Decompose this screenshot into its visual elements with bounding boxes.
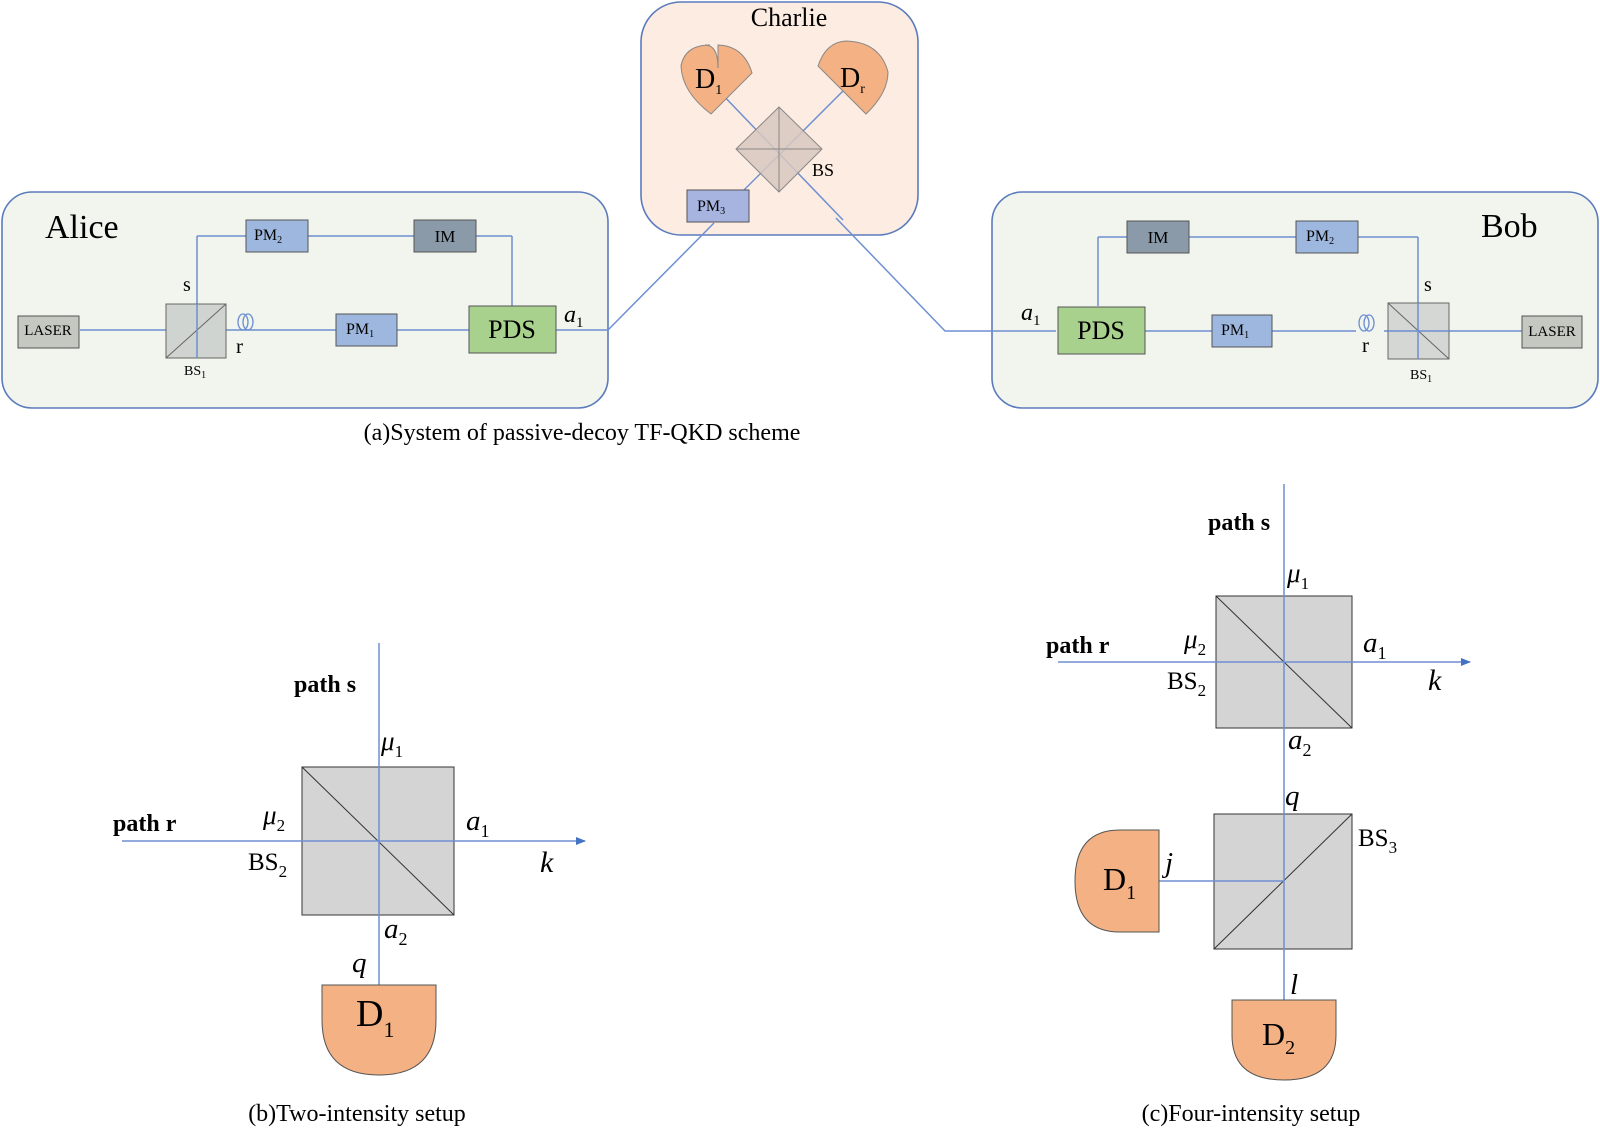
alice-im [413, 219, 477, 253]
panel-b-caption: (b)Two-intensity setup [248, 1101, 466, 1127]
panel-c-mu1: μ1 [1286, 558, 1309, 593]
panel-b-a2: a2 [384, 913, 408, 949]
bob-pm2-label: PM2 [1306, 228, 1334, 247]
panel-c-j: j [1161, 847, 1173, 879]
alice-bs1-label: BS1 [184, 364, 206, 381]
bob-im [1126, 220, 1190, 254]
alice-pm1-label: PM1 [346, 321, 374, 340]
panel-c-d1 [1074, 829, 1160, 933]
charlie-d1-label: D1 [695, 64, 722, 98]
panel-b-a1: a1 [466, 805, 490, 841]
alice-pds-label: PDS [488, 315, 536, 344]
charlie-bs-label: BS [812, 160, 834, 180]
alice-pds [468, 305, 557, 354]
alice-laser-label: LASER [24, 323, 72, 339]
alice-title: Alice [45, 209, 119, 246]
charlie-dr-label: Dr [840, 63, 865, 97]
alice-pm2 [245, 219, 309, 253]
alice-a1-label: a1 [564, 302, 584, 331]
bob-pm2 [1295, 220, 1359, 254]
panel-c-d2-label: D2 [1262, 1016, 1295, 1059]
panel-b-d1-label: D1 [356, 993, 394, 1042]
panel-c-caption: (c)Four-intensity setup [1142, 1101, 1361, 1127]
alice-path-s: s [183, 274, 191, 296]
bob-pds-label: PDS [1077, 316, 1125, 345]
alice-bs1-diagonal [165, 303, 227, 359]
charlie-pm3 [686, 189, 750, 223]
panel-b-k: k [540, 846, 554, 879]
bob-to-charlie-fiber [835, 217, 1056, 332]
bob-path-s: s [1424, 274, 1432, 296]
panel-b-mu2: μ2 [262, 800, 285, 835]
panel-b-q: q [352, 947, 367, 979]
charlie-d1 [680, 44, 753, 115]
alice-fiber-coil-icon [237, 313, 254, 331]
panel-c-a2: a2 [1288, 724, 1312, 760]
panel-c-bs2-label: BS2 [1167, 668, 1206, 700]
alice-to-charlie-fiber [607, 222, 715, 331]
charlie-dr [817, 40, 889, 115]
panel-b: path s path r μ1 μ2 BS2 a1 a2 k q D1 (b)… [113, 643, 586, 1127]
bob-laser [1521, 315, 1583, 349]
panel-b-d1 [321, 984, 437, 1076]
alice-laser [17, 315, 80, 349]
alice-pm2-label: PM2 [254, 227, 282, 246]
bob-fiber-coil-icon [1358, 314, 1375, 332]
alice-path-r: r [236, 334, 243, 358]
bob-a1-label: a1 [1021, 300, 1041, 329]
bob-pm1-label: PM1 [1221, 322, 1249, 341]
panel-c-path-s: path s [1208, 510, 1270, 536]
panel-c-mu2: μ2 [1183, 624, 1206, 659]
bob-pds [1057, 306, 1146, 355]
bob-path-r: r [1362, 333, 1369, 357]
panel-a: LASER BS1 s r PM2 IM PM1 PDS a1 Alice Ch… [1, 1, 1599, 446]
panel-c-k: k [1428, 664, 1442, 697]
panel-b-bs2-label: BS2 [248, 849, 287, 881]
panel-b-path-s: path s [294, 672, 356, 698]
panel-c-l: l [1290, 969, 1298, 1001]
panel-c: path s path r μ1 μ2 BS2 a1 a2 k q j l BS… [1046, 484, 1471, 1127]
bob-bs1-label: BS1 [1410, 368, 1432, 385]
panel-c-d2 [1231, 999, 1337, 1081]
bob-im-label: IM [1148, 228, 1169, 247]
panel-c-d1-label: D1 [1103, 861, 1136, 904]
panel-a-caption: (a)System of passive-decoy TF-QKD scheme [364, 420, 801, 446]
charlie-title: Charlie [751, 3, 828, 32]
alice-pm1 [335, 313, 398, 347]
charlie-pm3-label: PM3 [697, 198, 725, 217]
panel-c-path-r: path r [1046, 633, 1110, 659]
alice-im-label: IM [435, 227, 456, 246]
panel-c-bs3-label: BS3 [1358, 825, 1397, 857]
panel-c-a1: a1 [1363, 627, 1387, 663]
bob-title: Bob [1481, 208, 1538, 245]
bob-pm1 [1211, 314, 1273, 348]
panel-b-path-r: path r [113, 811, 177, 837]
panel-c-q: q [1285, 780, 1300, 812]
panel-b-mu1: μ1 [380, 726, 403, 761]
bob-laser-label: LASER [1528, 324, 1576, 340]
